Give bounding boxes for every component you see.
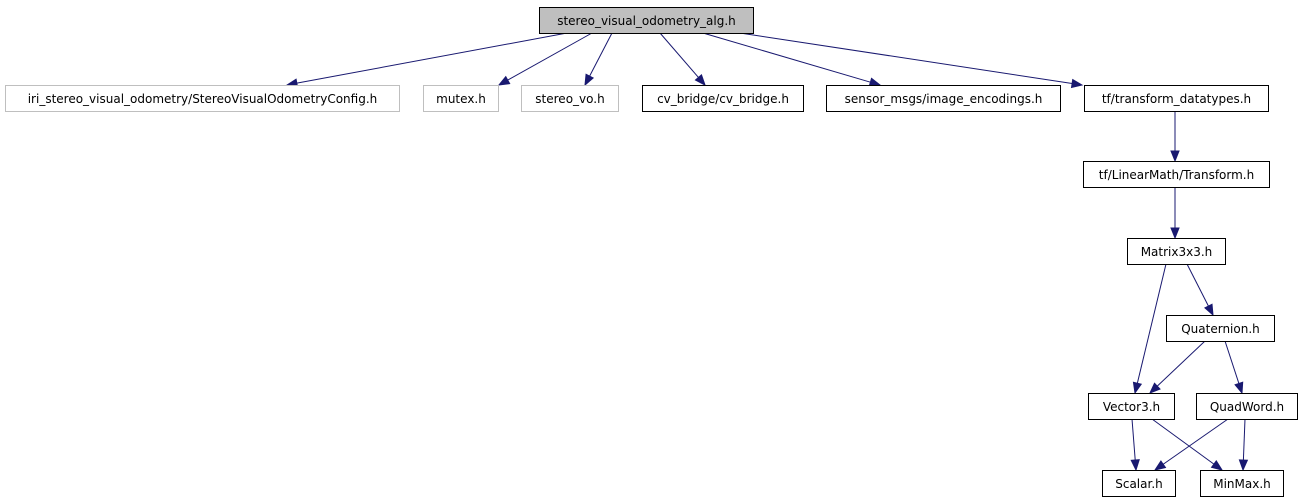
edge-line [1186,263,1209,307]
node-label: MinMax.h [1213,477,1271,491]
arrowhead-icon [1234,381,1244,395]
edge-line [1156,340,1206,387]
node-box [1200,470,1284,497]
edge-quaternion-to-quadword [1224,340,1244,395]
node-label: Quaternion.h [1181,322,1260,336]
node-label: Scalar.h [1115,477,1163,491]
edge-transform_datatypes-to-transform [1170,111,1180,163]
edge-line [507,32,593,81]
node-vector3[interactable]: Vector3.h [1088,393,1175,420]
node-box [423,85,499,112]
arrowhead-icon [1170,227,1180,240]
node-box [1083,161,1270,188]
edge-line [702,32,871,83]
edges-layer [285,32,1249,472]
node-box [5,85,400,112]
edge-line [1151,418,1215,465]
arrowhead-icon [1204,303,1214,317]
edge-root-to-transform_datatypes [739,32,1084,89]
node-transform-datatypes[interactable]: tf/transform_datatypes.h [1084,85,1269,112]
arrowhead-icon [694,73,706,87]
node-quaternion[interactable]: Quaternion.h [1166,315,1275,342]
edge-line [1136,263,1167,384]
edge-transform-to-matrix3x3 [1170,187,1180,240]
node-label: Vector3.h [1103,400,1160,414]
node-box [1127,238,1226,265]
node-label: stereo_visual_odometry_alg.h [557,14,736,28]
node-label: tf/transform_datatypes.h [1102,92,1251,106]
node-label: stereo_vo.h [535,92,604,106]
node-image-encodings[interactable]: sensor_msgs/image_encodings.h [826,85,1061,112]
node-mutex: mutex.h [423,85,499,112]
nodes-layer: stereo_visual_odometry_alg.h iri_stereo_v… [5,7,1298,497]
arrowhead-icon [1238,459,1249,472]
node-label: tf/LinearMath/Transform.h [1099,168,1254,182]
node-box [642,85,804,112]
node-config: iri_stereo_visual_odometry/StereoVisualO… [5,85,400,112]
edge-root-to-stereo_vo [584,32,613,87]
arrowhead-icon [868,77,882,87]
arrowhead-icon [1149,382,1161,394]
node-label: mutex.h [436,92,486,106]
edge-line [1224,340,1240,384]
arrowhead-icon [1132,381,1143,395]
edge-vector3-to-minmax [1151,418,1224,471]
node-minmax[interactable]: MinMax.h [1200,470,1284,497]
edge-matrix3x3-to-quaternion [1186,263,1214,317]
node-label: Matrix3x3.h [1141,245,1213,259]
node-scalar[interactable]: Scalar.h [1102,470,1176,497]
edge-vector3-to-scalar [1130,418,1140,472]
edge-line [659,32,699,78]
node-box [1196,393,1298,420]
node-box [1084,85,1269,112]
edge-root-to-cv_bridge [659,32,706,87]
edge-matrix3x3-to-vector3 [1132,263,1167,395]
edge-line [589,32,613,77]
edge-quadword-to-minmax [1238,418,1249,472]
node-box [1088,393,1175,420]
edge-line [1162,418,1229,465]
node-box [539,7,754,34]
edge-quadword-to-scalar [1153,418,1229,471]
arrowhead-icon [1170,150,1180,163]
edge-line [1131,418,1136,461]
edge-quaternion-to-vector3 [1149,340,1206,394]
node-matrix3x3[interactable]: Matrix3x3.h [1127,238,1226,265]
node-cv-bridge[interactable]: cv_bridge/cv_bridge.h [642,85,804,112]
node-box [826,85,1061,112]
arrowhead-icon [1130,459,1140,472]
node-label: iri_stereo_visual_odometry/StereoVisualO… [28,92,378,106]
arrowhead-icon [1070,78,1084,89]
node-box [521,85,619,112]
node-box [1166,315,1275,342]
node-label: sensor_msgs/image_encodings.h [845,92,1043,106]
edge-root-to-mutex [497,32,593,86]
edge-line [296,32,568,84]
node-quadword[interactable]: QuadWord.h [1196,393,1298,420]
node-root[interactable]: stereo_visual_odometry_alg.h [539,7,754,34]
node-label: QuadWord.h [1210,400,1284,414]
arrowhead-icon [1210,459,1224,471]
arrowhead-icon [1153,460,1167,471]
edge-line [739,32,1073,84]
edge-root-to-config [285,32,568,88]
node-label: cv_bridge/cv_bridge.h [657,92,789,106]
edge-line [1242,418,1246,461]
node-stereo-vo: stereo_vo.h [521,85,619,112]
node-transform[interactable]: tf/LinearMath/Transform.h [1083,161,1270,188]
arrowhead-icon [584,73,595,87]
node-box [1102,470,1176,497]
arrowhead-icon [497,75,511,86]
